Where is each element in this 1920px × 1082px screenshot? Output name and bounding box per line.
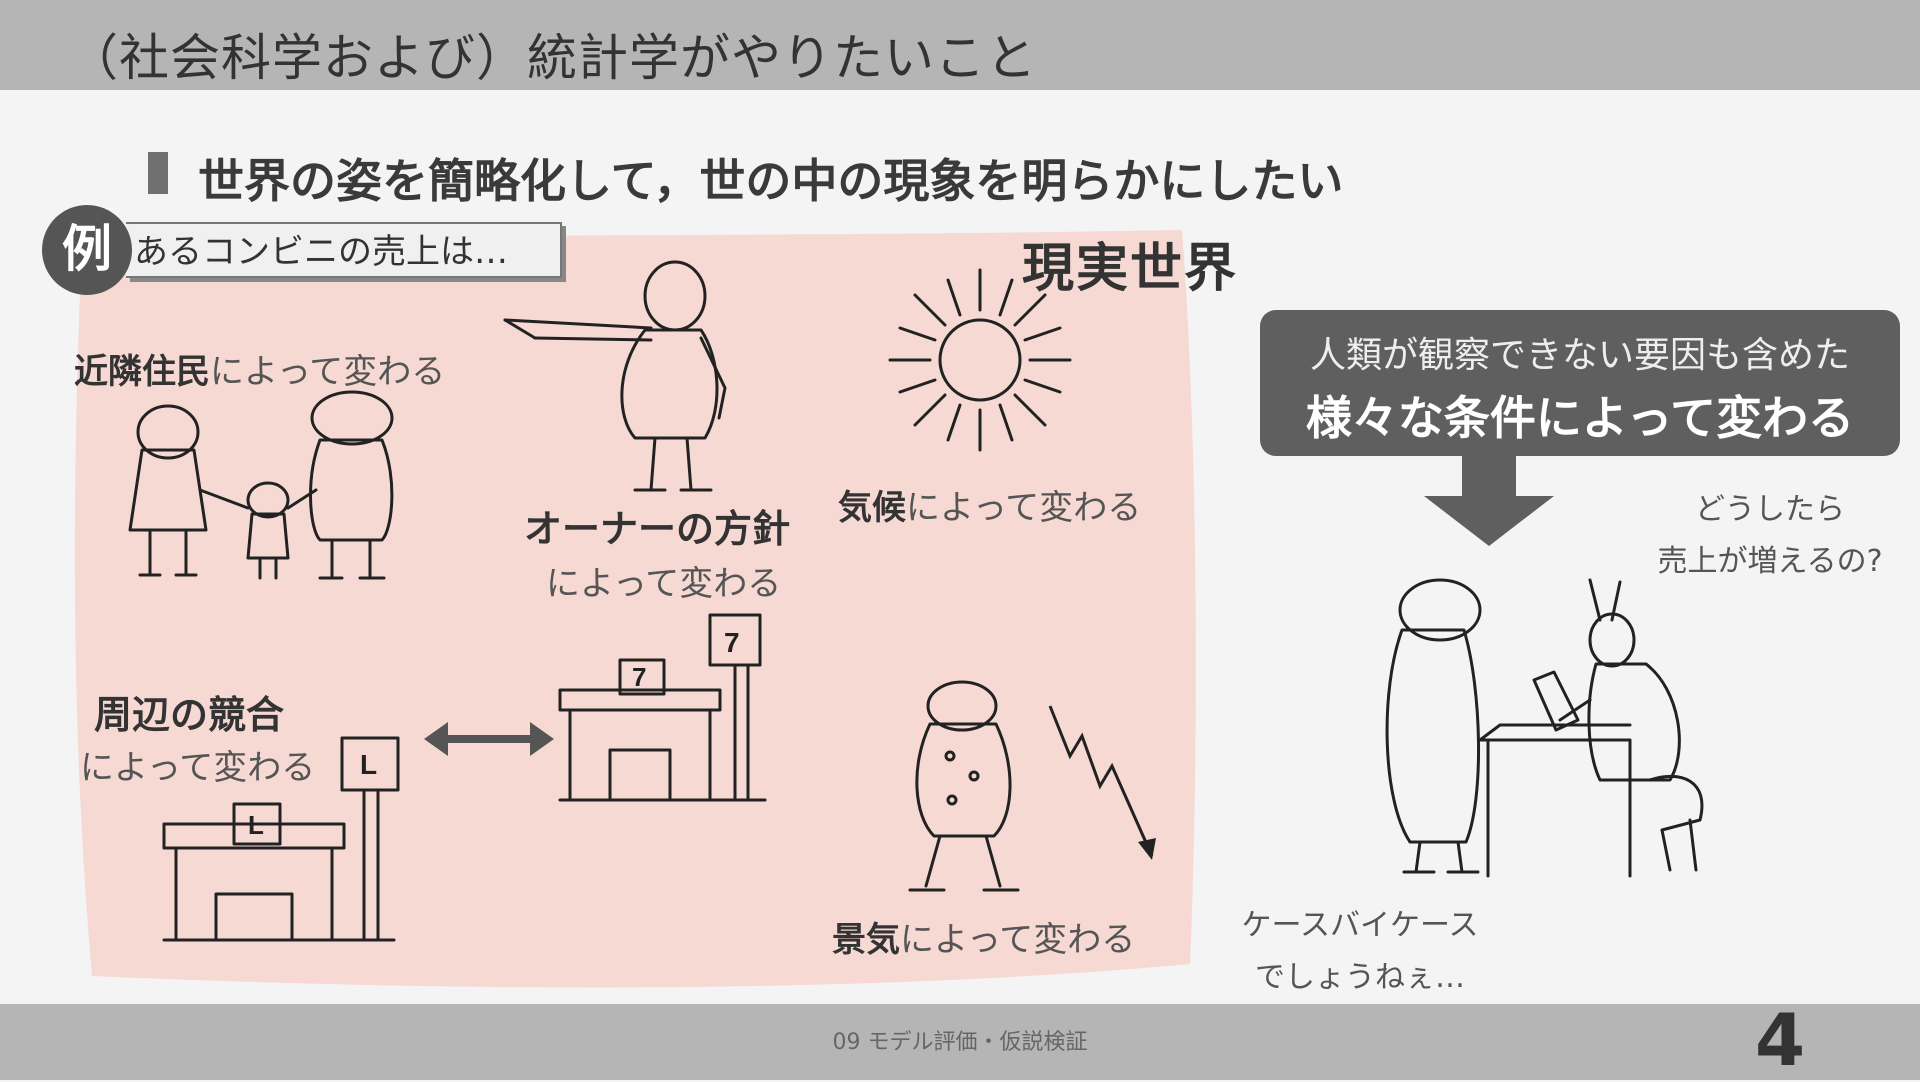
footer-bar xyxy=(0,1004,1920,1080)
factor-competition-title: 周辺の競合 xyxy=(94,693,285,737)
question-line1: どうしたら xyxy=(1695,492,1845,527)
down-arrow-icon xyxy=(1424,456,1554,546)
slide-title: （社会科学および）統計学がやりたいこと xyxy=(68,29,1037,87)
real-world-area xyxy=(74,230,1196,988)
competitor-arrow xyxy=(424,722,554,756)
example-label: あるコンビニの売上は… xyxy=(126,222,562,278)
store-sign-7b: 7 xyxy=(724,627,740,658)
factor-climate: 気候によって変わる xyxy=(838,488,1142,528)
question-line2: 売上が増えるの? xyxy=(1657,544,1883,579)
store-sign-7a: 7 xyxy=(632,662,646,692)
factor-owner-title: オーナーの方針 xyxy=(524,507,791,551)
bullet-text: 世界の姿を簡略化して，世の中の現象を明らかにしたい xyxy=(198,154,1344,208)
answer-line1: ケースバイケース xyxy=(1241,908,1479,943)
store-seven-illustration: 7 7 xyxy=(558,613,767,802)
conditions-box xyxy=(1260,310,1900,456)
frog-family-illustration xyxy=(128,390,394,580)
store-sign-la: L xyxy=(248,810,264,840)
conditions-line1: 人類が観察できない要因も含めた xyxy=(1309,335,1850,376)
consultation-illustration xyxy=(1385,578,1704,878)
conditions-line2: 様々な条件によって変わる xyxy=(1305,391,1855,445)
store-sign-lb: L xyxy=(360,749,377,780)
bullet-marker xyxy=(148,152,168,194)
real-world-title: 現実世界 xyxy=(1022,239,1239,299)
economy-frog-illustration xyxy=(908,680,1156,892)
answer-line2: でしょうねぇ… xyxy=(1255,960,1465,995)
factor-economy: 景気によって変わる xyxy=(832,920,1136,960)
store-lawson-illustration: L L xyxy=(162,736,400,942)
example-badge: 例 xyxy=(42,205,132,295)
factor-competition-rest: によって変わる xyxy=(80,748,316,788)
sun-icon xyxy=(888,268,1072,452)
factor-residents: 近隣住民によって変わる xyxy=(74,352,446,392)
header-bar xyxy=(0,0,1920,90)
page-number: 4 xyxy=(1754,998,1806,1082)
owner-frog-illustration xyxy=(503,260,727,492)
lecture-title: 09 モデル評価・仮説検証 xyxy=(832,1030,1088,1055)
factor-owner-rest: によって変わる xyxy=(546,564,782,604)
